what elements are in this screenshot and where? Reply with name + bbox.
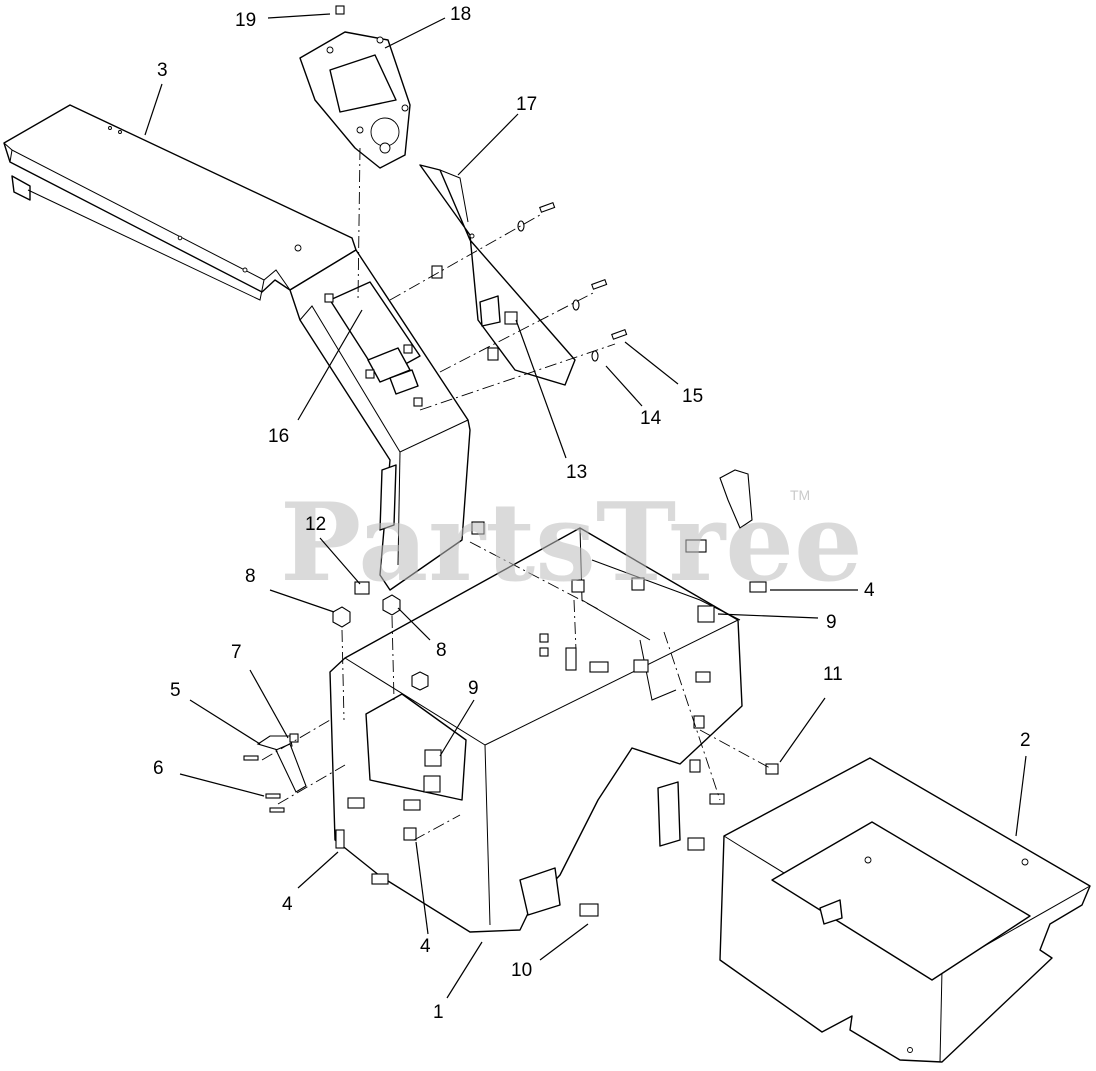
watermark-text: PartsTree <box>280 480 863 606</box>
callout-4b: 4 <box>282 894 293 915</box>
callout-9a: 9 <box>826 612 837 633</box>
callout-14: 14 <box>640 408 662 429</box>
callout-18: 18 <box>450 4 471 25</box>
callout-8b: 8 <box>436 640 447 661</box>
callout-17: 17 <box>516 94 537 115</box>
callout-9b: 9 <box>468 678 479 699</box>
callout-labels: 19 18 3 17 16 15 14 13 12 8 8 4 9 7 5 9 … <box>153 4 1031 1023</box>
callout-16: 16 <box>268 426 289 447</box>
callout-6: 6 <box>153 758 164 779</box>
watermark: PartsTree TM <box>280 480 863 606</box>
callout-15: 15 <box>682 386 703 407</box>
nut-8-icon <box>332 606 351 628</box>
part-2-rear-cover <box>719 757 1091 1063</box>
callout-4a: 4 <box>864 580 875 601</box>
callout-12: 12 <box>305 514 326 535</box>
callout-8a: 8 <box>245 566 256 587</box>
callout-3: 3 <box>157 60 168 81</box>
watermark-trademark: TM <box>790 487 810 503</box>
callout-2: 2 <box>1020 730 1031 751</box>
leader-lines <box>144 13 1027 999</box>
screw-19-icon <box>335 5 345 15</box>
part-17-side-cover <box>419 164 576 386</box>
assembly-lines <box>261 147 771 841</box>
part-1-main-frame <box>329 527 743 933</box>
callout-10: 10 <box>511 960 532 981</box>
callout-5: 5 <box>170 680 181 701</box>
callout-13: 13 <box>566 462 587 483</box>
callout-11: 11 <box>823 664 843 685</box>
hardware-group <box>243 5 779 917</box>
callout-7: 7 <box>231 642 242 663</box>
callout-4c: 4 <box>420 936 431 957</box>
part-16-column-panel <box>289 249 471 591</box>
part-3-console-channel <box>3 104 357 301</box>
part-18-dash-panel <box>299 31 411 169</box>
callout-19: 19 <box>235 10 256 31</box>
callout-1: 1 <box>433 1002 444 1023</box>
